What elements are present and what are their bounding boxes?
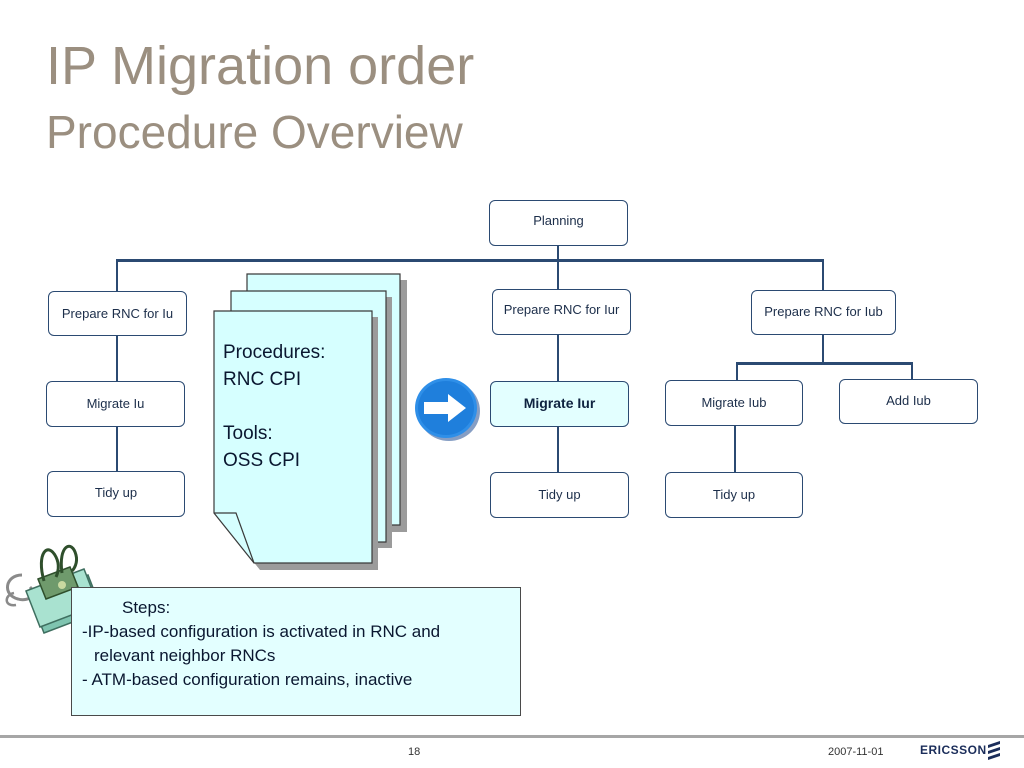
steps-line: relevant neighbor RNCs: [94, 646, 276, 665]
document-stack-icon: [213, 273, 407, 570]
steps-line: -IP-based configuration is activated in …: [82, 622, 441, 641]
connector-line: [116, 334, 118, 382]
tidy-up-iub-box: Tidy up: [665, 472, 803, 518]
connector-line: [557, 260, 559, 290]
connector-line: [736, 363, 738, 382]
page-number: 18: [408, 746, 421, 758]
brand-logo: ERICSSON: [920, 743, 987, 757]
connector-line: [557, 334, 559, 382]
connector-line: [116, 260, 118, 292]
tidy-up-iu-box: Tidy up: [47, 471, 185, 517]
prepare-rnc-iu-box: Prepare RNC for Iu: [48, 291, 187, 336]
connector-line: [557, 426, 559, 474]
steps-box: Steps: -IP-based configuration is activa…: [71, 587, 521, 716]
slide-subtitle: Procedure Overview: [46, 106, 463, 158]
connector-line: [822, 334, 824, 364]
procedures-text: Procedures: RNC CPI Tools: OSS CPI: [223, 342, 326, 471]
arrow-right-icon: [415, 378, 480, 441]
prepare-rnc-iur-box: Prepare RNC for Iur: [492, 289, 631, 335]
footer-date: 2007-11-01: [828, 746, 884, 758]
migrate-iu-box: Migrate Iu: [46, 381, 185, 427]
connector-line: [822, 260, 824, 291]
connector-line: [911, 363, 913, 380]
tidy-up-iur-box: Tidy up: [490, 472, 629, 518]
migrate-iub-box: Migrate Iub: [665, 380, 803, 426]
footer-divider: [0, 735, 1024, 738]
steps-line: - ATM-based configuration remains, inact…: [82, 670, 413, 689]
planning-box: Planning: [489, 200, 628, 246]
steps-heading: Steps:: [122, 598, 171, 617]
connector-line: [116, 426, 118, 472]
ericsson-logo-icon: [988, 741, 1000, 760]
slide-title: IP Migration order: [46, 36, 475, 96]
connector-line: [736, 362, 913, 365]
add-iub-box: Add Iub: [839, 379, 978, 424]
connector-line: [116, 259, 824, 262]
prepare-rnc-iub-box: Prepare RNC for Iub: [751, 290, 896, 335]
migrate-iur-box: Migrate Iur: [490, 381, 629, 427]
connector-line: [734, 425, 736, 473]
connector-line: [557, 245, 559, 261]
